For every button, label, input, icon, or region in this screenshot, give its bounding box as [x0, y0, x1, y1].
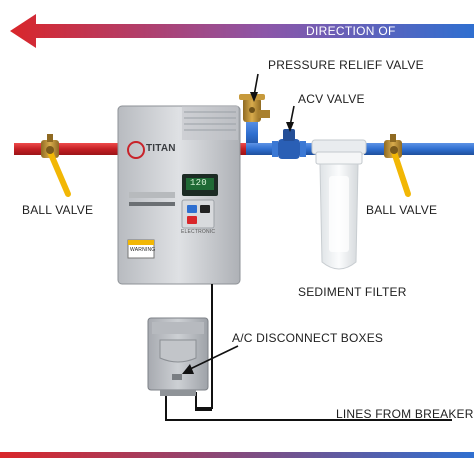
- heater-control-label: ELECTRONIC: [181, 229, 216, 235]
- disconnect-callout: [187, 345, 239, 371]
- disconnect-box-icon[interactable]: [147, 317, 209, 396]
- ball-valve-right[interactable]: [384, 134, 411, 197]
- bottom-gradient-bar: [0, 452, 474, 458]
- ac-disconnect-label: A/C DISCONNECT BOXES: [232, 331, 384, 345]
- direction-arrow: [10, 14, 474, 48]
- ball-valve-right-label: BALL VALVE: [366, 203, 438, 217]
- heater-warning: WARNING: [130, 247, 156, 253]
- ball-valve-left-label: BALL VALVE: [22, 203, 94, 217]
- heater-brand: TITAN: [146, 143, 176, 154]
- breaker-line-b: [195, 396, 212, 411]
- heater-display: 120: [190, 178, 207, 188]
- sediment-filter-label: SEDIMENT FILTER: [298, 285, 407, 299]
- acv-valve-label: ACV VALVE: [298, 92, 365, 106]
- acv-valve-icon[interactable]: [272, 129, 306, 159]
- sediment-filter-icon[interactable]: [311, 139, 367, 270]
- lines-from-breaker-label: LINES FROM BREAKER: [336, 407, 474, 421]
- breaker-line-a: [165, 396, 452, 421]
- ball-valve-left[interactable]: [41, 134, 71, 197]
- inlet-pipe: [246, 120, 272, 155]
- water-heater: [117, 105, 241, 285]
- pressure-relief-valve-icon[interactable]: [239, 94, 270, 122]
- pressure-relief-valve-label: PRESSURE RELIEF VALVE: [268, 58, 424, 72]
- direction-label: DIRECTION OF WATERFLOW: [306, 24, 396, 52]
